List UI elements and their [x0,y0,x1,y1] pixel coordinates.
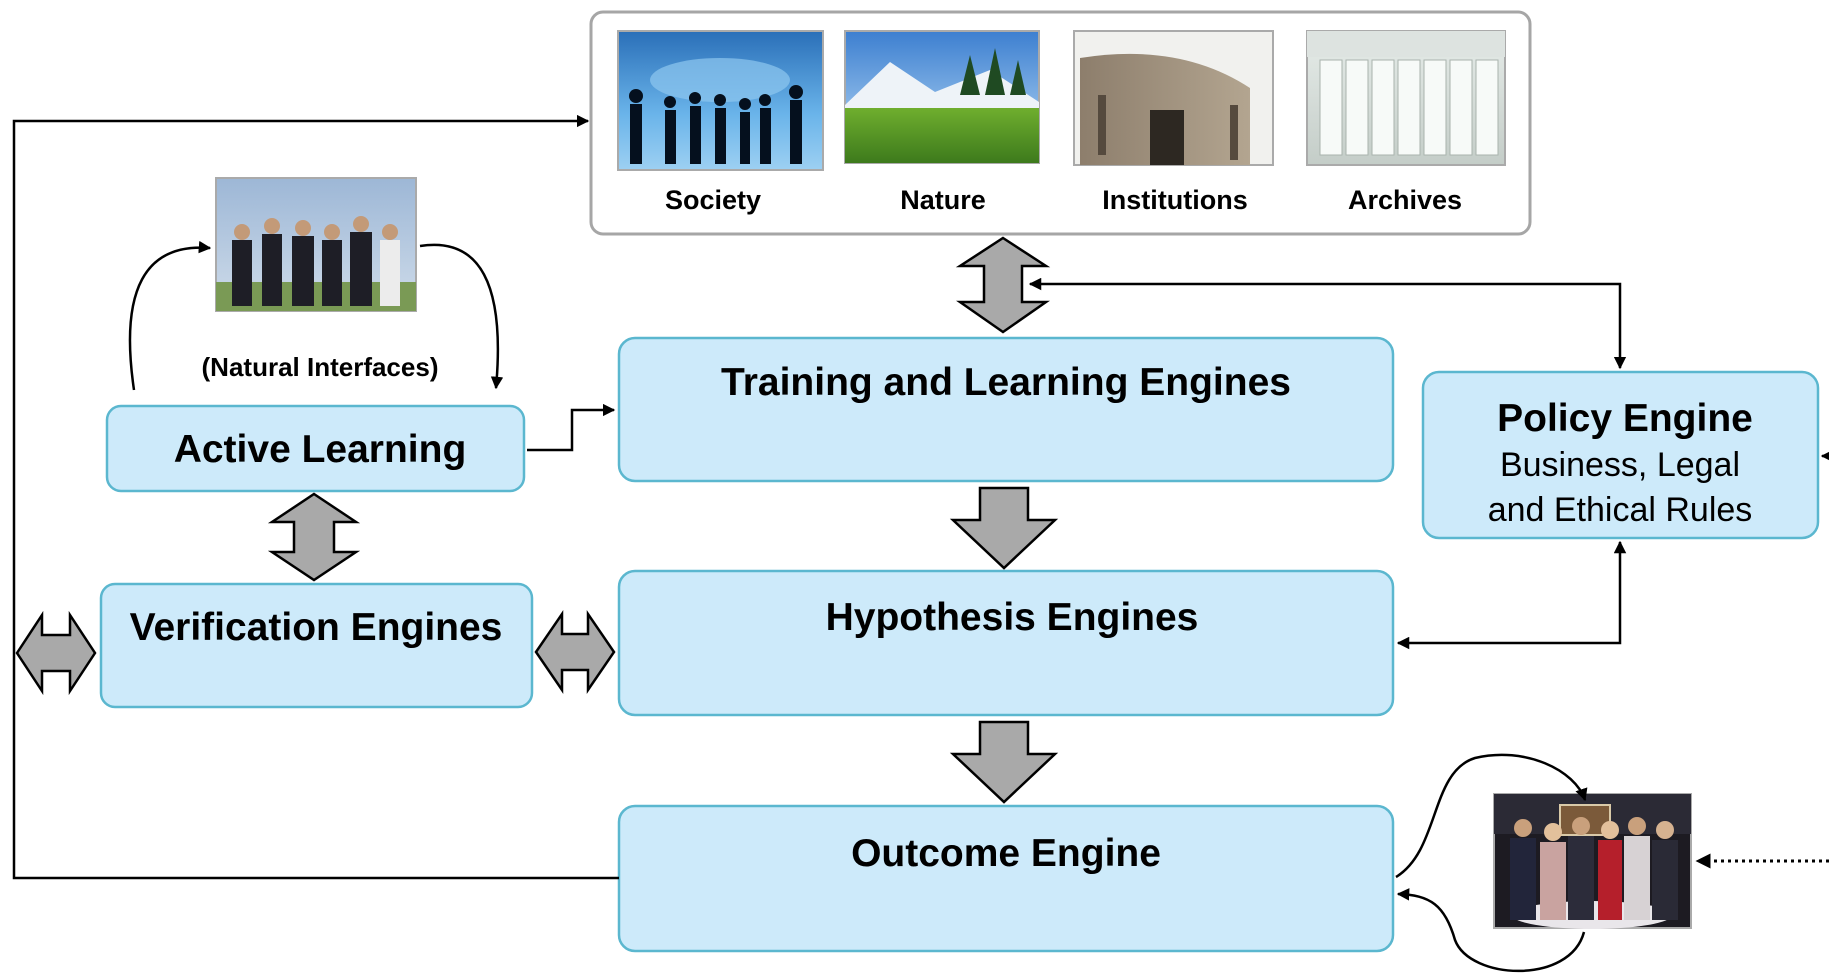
hypothesis-label: Hypothesis Engines [826,596,1199,639]
hypothesis-box [617,569,1395,717]
natural-interfaces-photo [215,177,417,312]
natural-interfaces-label: (Natural Interfaces) [202,352,439,382]
policy-box [1421,370,1820,540]
source-label-society: Society [665,185,761,215]
stakeholders-to-outcome-loop [1396,888,1586,973]
policy-title: Policy Engine [1497,397,1753,440]
policy-sources-connector [1028,277,1627,370]
hypothesis-to-outcome-arrow [949,720,1059,804]
verification-label: Verification Engines [130,606,503,649]
sources-panel [589,10,1532,236]
outcome-label: Outcome Engine [851,832,1161,875]
policy-line1: Business, Legal [1500,446,1740,484]
society-photo [617,30,824,171]
training-learning-box [617,336,1395,483]
outcome-box [617,804,1395,953]
archives-photo [1306,30,1506,166]
active-learning-label: Active Learning [174,428,467,471]
stakeholders-photo [1493,793,1692,929]
loop-arrow-from-interfaces [419,243,504,390]
training-to-hypothesis-arrow [949,486,1059,570]
policy-hypothesis-connector [1396,540,1627,650]
verification-hypothesis-double-arrow [534,609,616,695]
left-edge-double-arrow [15,610,97,696]
loop-arrow-to-interfaces [128,240,212,391]
source-label-archives: Archives [1348,185,1462,215]
training-learning-label: Training and Learning Engines [721,361,1291,404]
nature-photo [844,30,1040,164]
outcome-to-stakeholders-loop [1395,753,1588,879]
active-learning-box [105,404,526,493]
source-label-nature: Nature [900,185,986,215]
outcome-feedback-connector [12,114,619,880]
institutions-photo [1073,30,1274,166]
verification-box [99,582,534,709]
active-to-training-connector [527,403,616,452]
source-label-institutions: Institutions [1102,185,1247,215]
sources-training-double-arrow [955,236,1051,334]
active-verification-double-arrow [267,492,361,582]
policy-line2: and Ethical Rules [1488,491,1753,529]
